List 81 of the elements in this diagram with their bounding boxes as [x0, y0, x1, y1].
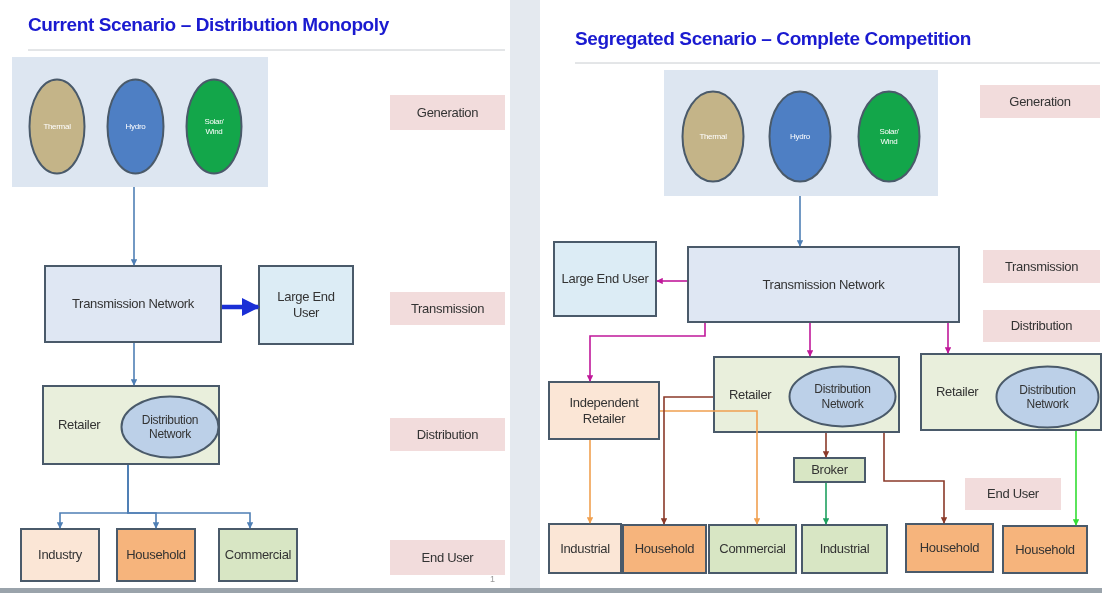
arrow	[796, 195, 804, 247]
node-label: Household	[919, 540, 980, 556]
process-box	[258, 265, 354, 345]
process-box	[713, 356, 900, 433]
stage-tag	[965, 478, 1061, 510]
process-box	[708, 524, 797, 574]
arrow	[660, 396, 714, 525]
arrow	[222, 298, 260, 316]
node-label: Household	[1015, 541, 1075, 558]
section-title: Segregated Scenario – Complete Competition	[575, 28, 971, 50]
stage-tag	[390, 418, 505, 451]
process-box	[687, 246, 960, 323]
arrow	[656, 277, 688, 285]
arrow	[130, 186, 138, 266]
node-label: Industry	[38, 547, 82, 563]
node-label: Industrial	[819, 541, 870, 557]
node-label: Distribution	[416, 426, 479, 443]
arrow	[586, 322, 706, 382]
arrow	[1072, 430, 1080, 526]
generation-panel	[664, 70, 938, 196]
node-label: Distribution Network	[140, 412, 200, 442]
process-box	[116, 528, 196, 582]
node-label: Large End User	[561, 271, 649, 287]
process-box	[44, 265, 222, 343]
process-box	[1002, 525, 1088, 574]
stage-tag	[390, 292, 505, 325]
node-label: Solar/ Wind	[878, 126, 900, 147]
node-label: Hydro	[790, 131, 810, 142]
stage-tag	[390, 95, 505, 130]
node-label: Hydro	[125, 121, 146, 132]
node-label: Retailer	[936, 384, 979, 400]
process-box	[218, 528, 298, 582]
process-box	[548, 523, 622, 574]
process-box	[20, 528, 100, 582]
process-box	[793, 457, 866, 483]
process-box	[905, 523, 994, 573]
node-label: Retailer	[58, 417, 101, 433]
node-label: Large End User	[276, 289, 336, 321]
process-box	[622, 524, 707, 574]
node-label: End User	[421, 549, 474, 566]
node-label: Distribution Network	[1018, 382, 1077, 412]
arrow	[806, 322, 814, 357]
node-label: Thermal	[43, 121, 71, 132]
node-label: Broker	[811, 462, 848, 478]
arrow	[822, 482, 830, 525]
node-label: Thermal	[699, 131, 727, 142]
node-label: Solar/ Wind	[203, 116, 225, 137]
stage-tag	[390, 540, 505, 575]
diagram-title: Current Scenario – Distribution Monopoly	[28, 14, 389, 36]
stage-tag	[983, 310, 1100, 342]
node-label: Transmission	[1004, 258, 1079, 275]
process-box	[548, 381, 660, 440]
arrow	[944, 322, 952, 354]
generation-panel	[12, 57, 268, 187]
node-label: Industrial	[560, 540, 610, 557]
node-label: Generation	[1009, 93, 1071, 110]
node-label: Retailer	[729, 386, 772, 403]
process-box	[42, 385, 220, 465]
arrow	[130, 342, 138, 386]
node-label: End User	[987, 486, 1039, 502]
arrow	[586, 439, 594, 524]
node-label: Generation	[416, 104, 479, 121]
process-box	[920, 353, 1102, 431]
node-label: Transmission Network	[71, 296, 195, 312]
arrow	[659, 410, 761, 525]
stage-tag	[980, 85, 1100, 118]
process-box	[553, 241, 657, 317]
arrow	[822, 432, 830, 458]
process-box	[801, 524, 888, 574]
node-label: Independent Retailer	[568, 394, 640, 427]
arrow	[883, 432, 948, 524]
node-label: Transmission	[410, 300, 485, 317]
node-label: Commercial	[224, 547, 292, 563]
node-label: Household	[634, 541, 695, 557]
node-label: Distribution Network	[813, 382, 872, 411]
arrow	[127, 464, 254, 529]
node-label: Transmission Network	[762, 276, 885, 293]
node-label: Household	[126, 547, 186, 563]
node-label: Distribution	[1010, 318, 1073, 334]
node-label: Commercial	[719, 541, 786, 557]
stage-tag	[983, 250, 1100, 283]
